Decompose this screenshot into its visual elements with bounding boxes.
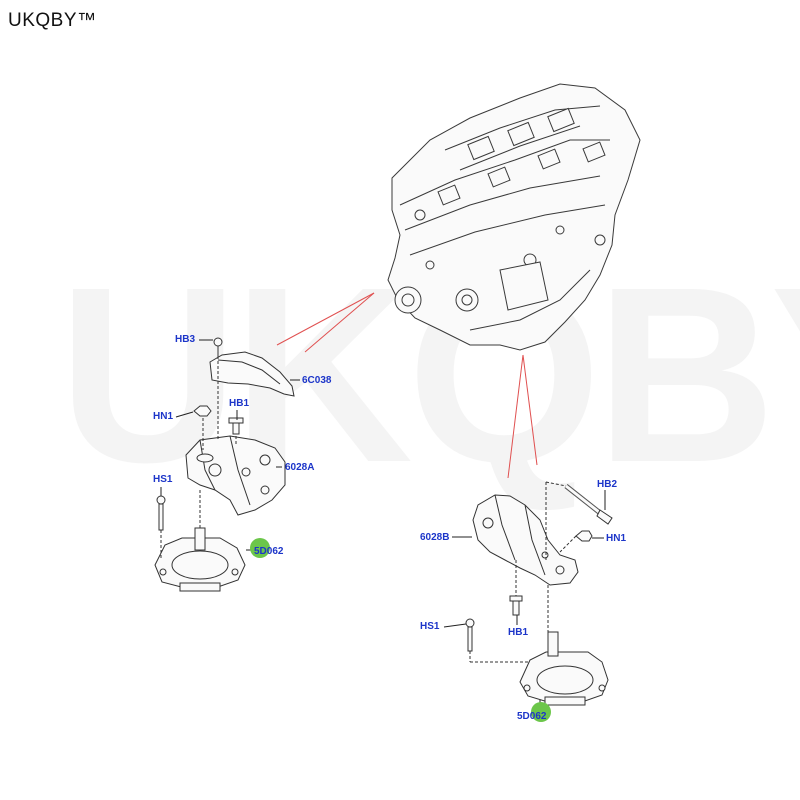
left-dashed-lines xyxy=(160,356,237,560)
callout-5d062-right[interactable]: 5D062 xyxy=(517,711,547,722)
right-dashed-lines xyxy=(469,481,577,663)
green-marker-left xyxy=(250,538,270,558)
callout-hb1-left[interactable]: HB1 xyxy=(229,398,250,409)
callout-hb1-right[interactable]: HB1 xyxy=(508,627,529,638)
callout-hb2[interactable]: HB2 xyxy=(597,479,618,490)
leader-lines xyxy=(276,292,538,479)
right-assembly xyxy=(465,484,613,706)
callout-6c038[interactable]: 6C038 xyxy=(302,375,332,386)
left-assembly xyxy=(154,337,295,592)
callout-ticks xyxy=(160,339,606,708)
callout-hb3[interactable]: HB3 xyxy=(175,334,196,345)
callout-6028a[interactable]: 6028A xyxy=(285,462,315,473)
callout-hs1-right[interactable]: HS1 xyxy=(420,621,440,632)
green-marker-right xyxy=(531,702,551,722)
engine-block xyxy=(387,83,641,351)
callout-hn1-right[interactable]: HN1 xyxy=(606,533,627,544)
callout-6028b[interactable]: 6028B xyxy=(420,532,450,543)
callout-hn1-left[interactable]: HN1 xyxy=(153,411,174,422)
callout-hs1-left[interactable]: HS1 xyxy=(153,474,173,485)
brand-title: UKQBY™ xyxy=(8,10,97,31)
callout-5d062-left[interactable]: 5D062 xyxy=(254,546,284,557)
